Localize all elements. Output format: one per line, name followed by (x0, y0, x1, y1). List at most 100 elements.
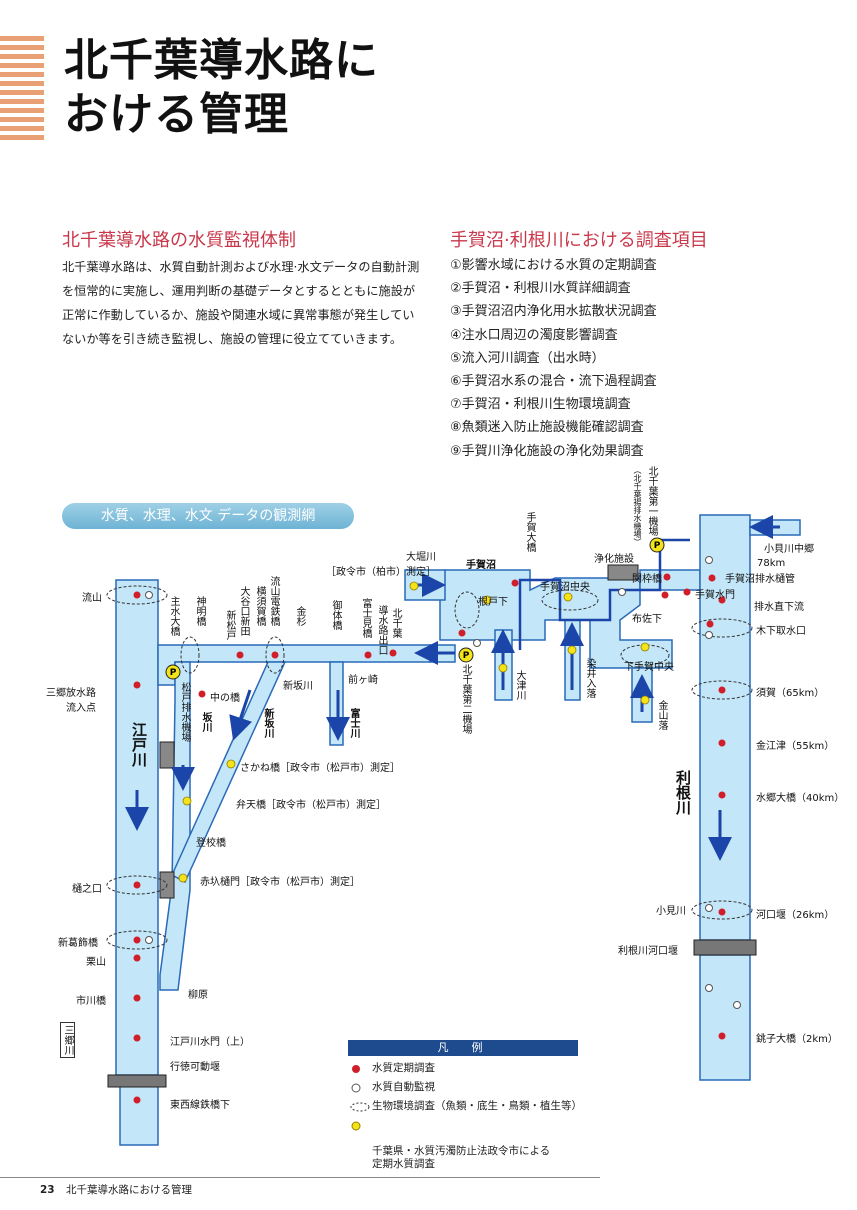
label-tozai: 東西線鉄橋下 (170, 1100, 230, 1111)
vlabel-ooyaguchi: 大谷口新田 (238, 586, 249, 636)
label-suigo: 水郷大橋（40km） (756, 793, 845, 804)
vlabel-sakagawa: 坂川 (200, 712, 211, 732)
legend-label: 生物環境調査（魚類・底生・鳥類・植生等） (372, 1100, 582, 1112)
label-tega-hai: 手賀沼排水樋管 (725, 574, 795, 585)
svg-text:P: P (654, 541, 661, 551)
vlabel-fujikawa: 富士川 (348, 708, 359, 738)
label-kishita: 木下取水口 (756, 626, 806, 637)
legend-label: 水質自動監視 (372, 1081, 435, 1093)
list-item: ④注水口周辺の濁度影響調査 (450, 327, 618, 343)
label-akasaku: 赤圦樋門［政令市（松戸市）測定］ (200, 877, 360, 888)
sluice-gate (159, 741, 175, 769)
label-benten: 弁天橋［政令市（松戸市）測定］ (236, 800, 386, 811)
station-dot (389, 649, 397, 657)
label-kanae: 金江津（55km） (756, 741, 835, 752)
legend-row: 水質自動監視 (348, 1081, 578, 1094)
station-dot (708, 574, 716, 582)
legend-row: 水質定期調査 (348, 1062, 578, 1075)
station-dot (511, 579, 519, 587)
auto-monitor-dot (733, 1001, 741, 1009)
bio-survey-zone (106, 930, 168, 950)
label-naka: 中の橋 (210, 693, 240, 704)
label-jouka: 浄化施設 (594, 554, 634, 565)
label-haisui: 排水直下流 (754, 602, 804, 613)
list-item: ③手賀沼沼内浄化用水拡散状況調査 (450, 304, 657, 320)
label-kobaigawa-naka: 小貝川中郷 (764, 544, 814, 555)
survey-item-list: ①影響水域における水質の定期調査 ②手賀沼・利根川水質詳細調査 ③手賀沼沼内浄化… (450, 254, 657, 463)
pump-station-icon (458, 647, 474, 663)
legend-label: 千葉県・水質汚濁防止法政令市による 定期水質調査 (372, 1145, 551, 1170)
auto-monitor-dot (705, 556, 713, 564)
section-right-heading: 手賀沼·利根川における調査項目 (450, 230, 708, 251)
tonegawa-lower (699, 954, 751, 1081)
gov-survey-dot (563, 592, 573, 602)
auto-monitor-dot (145, 936, 153, 944)
label-tokou: 登校橋 (196, 838, 226, 849)
bio-survey-zone (691, 680, 753, 700)
section-left-heading: 北千葉導水路の水質監視体制 (62, 230, 296, 251)
tonegawa-name: 利根川 (674, 770, 692, 815)
label-neto: 根戸下 (478, 597, 508, 608)
label-shinkatsushika: 新葛飾橋 (58, 938, 98, 949)
station-dot (718, 908, 726, 916)
bio-survey-zone (691, 618, 753, 638)
yellow-dot-icon (351, 1121, 361, 1131)
label-shinsaka: 新坂川 (283, 681, 313, 692)
vlabel-fujimi: 富士見橋 (360, 598, 371, 638)
station-dot (133, 954, 141, 962)
svg-text:P: P (463, 651, 470, 661)
list-item: ⑧魚類迷入防止施設機能確認調査 (450, 420, 644, 436)
list-item: ⑤流入河川調査（出水時） (450, 350, 605, 366)
hollow-dot-icon (351, 1083, 361, 1093)
vlabel-shusui: 主水大橋 (168, 596, 179, 636)
bio-survey-zone (106, 875, 168, 895)
page-footer: 23 北千葉導水路における管理 (0, 1177, 600, 1197)
vlabel-tega-oohashi: 手賀大橋 (524, 512, 535, 552)
station-dot (198, 690, 206, 698)
station-dot (271, 651, 279, 659)
bio-survey-zone (265, 636, 285, 674)
vlabel-shinmatsudo: 新松戸 (224, 610, 235, 640)
station-dot (364, 651, 372, 659)
footer-text: 北千葉導水路における管理 (65, 1184, 192, 1196)
purification-facility (607, 564, 639, 581)
label-hinokuchi: 樋之口 (72, 884, 102, 895)
auto-monitor-dot (705, 631, 713, 639)
vlabel-kc-1kijo: 北千葉第一機場 (646, 466, 657, 536)
flow-arrow (229, 689, 253, 741)
gyotoku-weir (107, 1074, 167, 1088)
decorative-stripes (0, 36, 44, 144)
label-sakane: さかね橋［政令市（松戸市）測定］ (240, 763, 400, 774)
vlabel-dousui: 導水路出口 (376, 605, 387, 655)
dashed-ellipse-icon (350, 1102, 370, 1112)
label-oohori: 大堀川 ［政令市（柏市）測定］ (326, 552, 436, 578)
station-dot (718, 1032, 726, 1040)
label-kokai: 小見川 (656, 906, 686, 917)
auto-monitor-dot (705, 904, 713, 912)
map-legend: 凡 例 水質定期調査 水質自動監視 生物環境調査（魚類・底生・鳥類・植生等） 千… (348, 1040, 582, 1171)
gov-survey-dot (182, 796, 192, 806)
auto-monitor-dot (618, 588, 626, 596)
station-dot (718, 596, 726, 604)
vlabel-matsudo: 松戸排水機場 (179, 682, 190, 742)
conduit-line (518, 538, 690, 650)
vlabel-kitachiba: 北千葉 (390, 608, 401, 638)
gov-survey-dot (178, 873, 188, 883)
gov-survey-dot (409, 581, 419, 591)
station-dot (133, 881, 141, 889)
station-dot (718, 791, 726, 799)
bio-survey-zone (180, 636, 200, 674)
label-yanagihara: 柳原 (188, 990, 208, 1001)
vlabel-somei: 染井入落 (584, 658, 595, 698)
label-misato: 三郷放水路 流入点 (46, 688, 96, 714)
svg-text:P: P (170, 668, 177, 678)
station-dot (661, 591, 669, 599)
list-item: ⑨手賀川浄化施設の浄化効果調査 (450, 443, 644, 459)
auto-monitor-dot (705, 984, 713, 992)
label-suga: 須賀（65km） (756, 688, 825, 699)
label-tega-suimon: 手賀水門 (695, 590, 735, 601)
title-line-1: 北千葉導水路に (64, 35, 379, 86)
station-dot (718, 739, 726, 747)
station-dot (133, 936, 141, 944)
